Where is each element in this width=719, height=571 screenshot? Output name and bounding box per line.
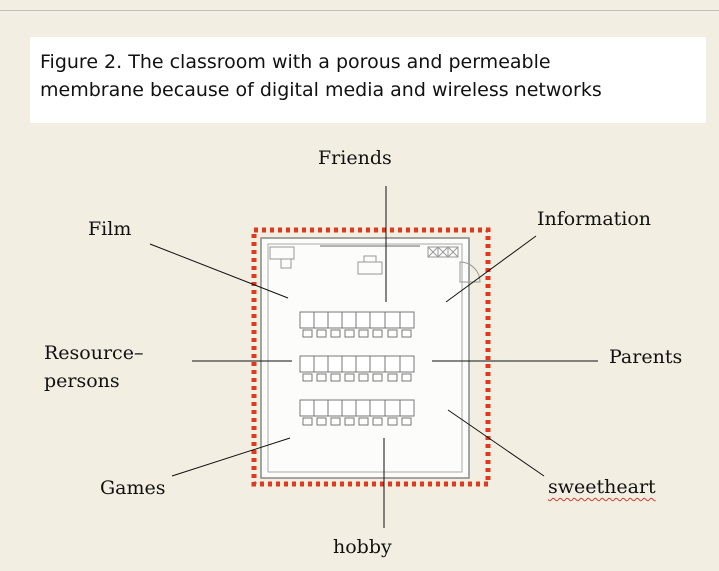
connector-information xyxy=(445,235,537,303)
label-parents: Parents xyxy=(609,346,683,368)
label-resource-line-1: Resource– xyxy=(44,342,144,364)
label-film: Film xyxy=(88,218,132,240)
desk-row-3 xyxy=(299,399,415,426)
label-friends: Friends xyxy=(318,147,392,169)
desk-row-2 xyxy=(299,355,415,382)
teacher-chair xyxy=(363,255,377,263)
label-resource-persons: Resource– persons xyxy=(44,341,143,393)
figure-caption: Figure 2. The classroom with a porous an… xyxy=(40,48,700,104)
label-sweetheart: sweetheart xyxy=(548,476,656,498)
connector-film xyxy=(149,243,289,299)
desk-row-1 xyxy=(299,311,415,338)
caption-line-1: Figure 2. The classroom with a porous an… xyxy=(40,51,551,73)
label-hobby: hobby xyxy=(333,536,392,558)
label-information: Information xyxy=(537,208,652,230)
connector-games xyxy=(171,437,291,477)
connector-sweetheart xyxy=(447,409,545,477)
caption-box xyxy=(30,37,706,123)
label-games: Games xyxy=(100,477,166,499)
label-resource-line-2: persons xyxy=(44,370,120,392)
classroom-inner-wall xyxy=(267,243,463,473)
cabinet-drawer xyxy=(280,258,292,269)
porous-membrane-border xyxy=(251,227,491,487)
door-swing xyxy=(459,261,481,283)
storage-boxes xyxy=(427,246,459,258)
top-divider xyxy=(0,10,719,11)
caption-line-2: membrane because of digital media and wi… xyxy=(40,79,602,101)
